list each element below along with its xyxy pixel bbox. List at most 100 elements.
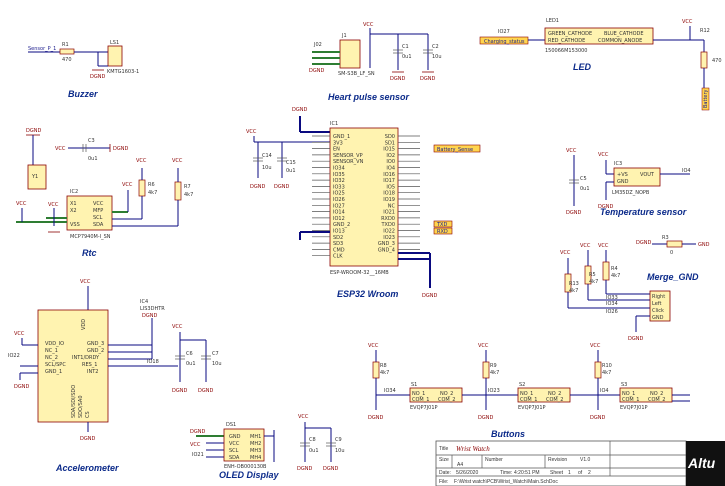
esp32-part: ESP-WROOM-32__16MB xyxy=(330,270,389,276)
button-2-vcc: VCC xyxy=(478,343,489,349)
rtc-vcc-c: VCC xyxy=(55,146,66,152)
temp-block: VCC C5 0u1 DGND VCC IC3 +VS VOUT GND LM3… xyxy=(566,148,691,217)
accel-pin-int1: INT1/DRDY xyxy=(72,355,100,361)
rtc-cap-value: 0u1 xyxy=(88,156,98,162)
buzzer-part: KMTG1603-1 xyxy=(107,69,139,75)
accel-vcc-top: VCC xyxy=(80,279,91,285)
accel-pin-gnd3: GND_3 xyxy=(87,341,104,347)
oled-gnd: DGND xyxy=(190,429,205,435)
title-block: Title Wrist Watch Size A4 Number Revisio… xyxy=(435,440,725,486)
revision-value: V1.0 xyxy=(580,457,591,463)
led-resistor xyxy=(700,51,708,69)
temp-gnd: DGND xyxy=(598,204,613,210)
led-net-label: Charging_status xyxy=(484,39,525,45)
accel-c6-gnd: DGND xyxy=(172,388,187,394)
heart-conn-ref: J1 xyxy=(341,33,347,39)
button-1-vcc: VCC xyxy=(368,343,379,349)
buzzer-resistor-value: 470 xyxy=(62,57,72,63)
led-block: Charging_status IO27 LED1 GREEN_CATHODE … xyxy=(479,18,722,111)
oled-pin-gnd: GND xyxy=(229,434,241,440)
file-value: F:\Wrist watch\PCB\Wrist_Watch\Main.SchD… xyxy=(454,479,558,485)
rtc-r6 xyxy=(138,179,146,197)
button-3-pin-no2: NO_2 xyxy=(650,391,663,397)
jog-pin-left: Left xyxy=(652,301,661,307)
esp32-right-pin-13: RXD0 xyxy=(381,216,395,222)
accel-pin-gnd1: GND_1 xyxy=(45,369,62,375)
esp32-left-pin-12: IO14 xyxy=(333,210,345,216)
jog-pin-right: Right xyxy=(652,294,665,300)
title-value: Wrist Watch xyxy=(456,445,490,453)
oled-vcc-caps: VCC xyxy=(298,414,309,420)
sheet-value: 1 xyxy=(568,470,571,476)
sheet-label: Sheet xyxy=(550,470,564,476)
oled-block: DGND VCC IO21 DS1 GND VCC SCL SDA MH1 MH… xyxy=(190,414,345,480)
oled-c8-ref: C8 xyxy=(309,437,316,443)
jog-port-2: IO34 xyxy=(606,301,618,307)
esp32-left-pin-10: IO26 xyxy=(333,197,345,203)
esp32-left-pin-15: IO13 xyxy=(333,229,345,235)
led-component xyxy=(544,27,654,45)
button-1-pin-com2: COM_2 xyxy=(438,397,455,403)
oled-display xyxy=(223,428,265,462)
size-label: Size xyxy=(439,457,449,463)
heart-vcc: VCC xyxy=(363,22,374,28)
date-value: 5/26/2020 xyxy=(456,470,478,476)
section-led: LED xyxy=(573,62,592,72)
esp-txd: TXD xyxy=(436,222,447,228)
esp32-right-pin-10: IO19 xyxy=(383,197,395,203)
accel-pin-vdd: VDD xyxy=(81,319,87,330)
heart-c2-gnd: DGND xyxy=(420,76,435,82)
button-1-resistor xyxy=(372,361,380,379)
oled-mh2: MH2 xyxy=(250,441,261,447)
accel-pin-nc1: NC_1 xyxy=(45,348,58,354)
esp-rxd-flag xyxy=(433,227,453,235)
button-2-r-ref: R9 xyxy=(490,363,497,369)
jog-r5-value: 4k7 xyxy=(589,279,598,285)
section-rtc: Rtc xyxy=(82,248,97,258)
button-3-part: EVQP7J01P xyxy=(620,405,648,411)
esp32-left-pin-16: SD2 xyxy=(333,235,343,241)
led-resistor-ref: R12 xyxy=(700,28,710,34)
button-3-resistor xyxy=(594,361,602,379)
led-vcc: VCC xyxy=(682,19,693,25)
led-pin1: GREEN_CATHODE xyxy=(548,31,592,37)
rtc-ic-ref: IC2 xyxy=(70,189,78,195)
button-1-pin-com1: COM_1 xyxy=(412,397,429,403)
esp32-right-pin-16: IO23 xyxy=(383,235,395,241)
esp-vcc: VCC xyxy=(246,129,257,135)
button-3-port: IO4 xyxy=(600,388,609,394)
button-3-r-value: 4k7 xyxy=(602,370,611,376)
esp32-block: DGND VCC C14 10u C15 0u1 DGND DGND IC1 G… xyxy=(246,107,481,299)
oled-mh4: MH4 xyxy=(250,455,261,461)
temp-pin-gnd: GND xyxy=(617,179,629,185)
esp-c14-value: 10u xyxy=(262,165,272,171)
accel-c6-ref: C6 xyxy=(186,351,193,357)
temp-pin-vout: VOUT xyxy=(640,172,655,178)
date-label: Date: xyxy=(439,470,451,476)
esp-c15-gnd: DGND xyxy=(274,184,289,190)
button-2-pin-com1: COM_1 xyxy=(520,397,537,403)
rtc-gnd-top: DGND xyxy=(26,128,41,134)
esp32-right-pin-6: IO16 xyxy=(383,172,395,178)
merge-resistor-value: 0 xyxy=(670,250,673,256)
heart-c1-ref: C1 xyxy=(402,44,409,50)
button-3-vcc: VCC xyxy=(590,343,601,349)
buzzer-block: Sensor_P_1 R1 470 LS1 KMTG1603-1 DGND Bu… xyxy=(28,40,139,99)
esp32-right-pin-9: IO18 xyxy=(383,191,395,197)
esp-battery-sense: Battery_Sense xyxy=(437,147,473,153)
esp-rxd: RXD xyxy=(437,229,448,235)
section-oled: OLED Display xyxy=(219,470,280,480)
button-1-ref: S1 xyxy=(411,382,417,388)
led-pin4: COMMON_ANODE xyxy=(598,38,642,44)
button-1-part: EVQP7J01P xyxy=(410,405,438,411)
rtc-pin-x2: X2 xyxy=(70,208,77,214)
esp32-left-pin-1: 3V3 xyxy=(333,140,343,146)
esp32-left-pin-8: IO33 xyxy=(333,184,345,190)
esp32-right-pins: SD0SD1IO15IO2IO0IO4IO16IO17IO5IO18IO19NC… xyxy=(378,134,420,253)
button-1-r-ref: R8 xyxy=(380,363,387,369)
jog-r13-ref: R13 xyxy=(569,281,579,287)
altium-logo: Altu xyxy=(687,455,716,471)
led-resistor-value: 470 xyxy=(712,58,722,64)
time-value: 4:20:51 PM xyxy=(514,470,540,476)
esp-battery-sense-flag xyxy=(433,144,481,153)
